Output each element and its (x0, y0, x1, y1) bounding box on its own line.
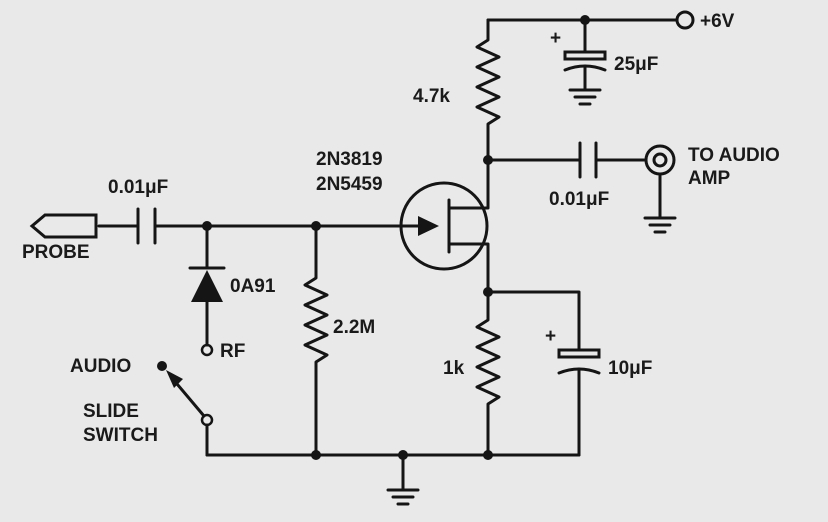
capacitor-output (486, 141, 648, 179)
r-drain-label: 4.7k (413, 86, 450, 107)
c-supply-label: 25μF (614, 54, 658, 75)
c-source-label: 10μF (608, 358, 652, 379)
slide-switch (157, 361, 214, 457)
c-output-label: 0.01μF (549, 189, 609, 210)
junction-dot (311, 450, 321, 460)
resistor-1k (475, 290, 501, 457)
c-input-label: 0.01μF (108, 177, 168, 198)
r-source-label: 1k (443, 358, 465, 379)
fet-label-1: 2N3819 (316, 149, 383, 170)
r-gate-label: 2.2M (333, 317, 375, 338)
junction-dot (483, 450, 493, 460)
output-jack (643, 144, 677, 234)
c-supply-plus: + (550, 28, 561, 49)
output-label-2: AMP (688, 168, 731, 189)
supply-label: +6V (700, 11, 735, 32)
gate-line (97, 207, 422, 245)
probe-icon (29, 213, 98, 239)
rf-label: RF (220, 341, 245, 362)
resistor-2-2m (303, 224, 329, 457)
capacitor-10uf (486, 290, 601, 457)
supply-rail (486, 10, 695, 30)
resistor-4-7k (475, 18, 501, 162)
diode-label: 0A91 (230, 276, 276, 297)
c-source-plus: + (545, 326, 556, 347)
capacitor-25uf (563, 18, 607, 106)
switch-label-1: SLIDE (83, 401, 139, 422)
output-label-1: TO AUDIO (688, 145, 780, 166)
rf-terminal (200, 343, 214, 357)
probe-label: PROBE (22, 242, 90, 263)
switch-audio-contact (157, 361, 167, 371)
fet-label-2: 2N5459 (316, 174, 383, 195)
ground-symbol (386, 488, 420, 506)
diode-0a91 (188, 224, 226, 357)
audio-label: AUDIO (70, 356, 131, 377)
switch-label-2: SWITCH (83, 425, 158, 446)
supply-terminal (675, 10, 695, 30)
ground-rail (205, 450, 581, 506)
